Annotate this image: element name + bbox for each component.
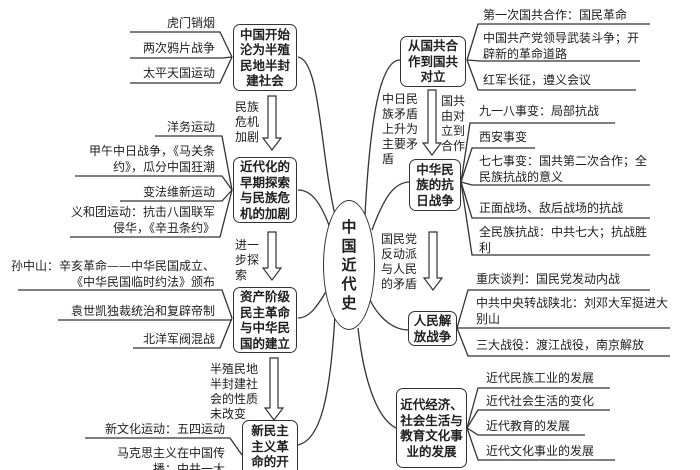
item: 近代教育的发展 [486, 419, 571, 433]
topic-box-liberation-war: 人民解放战争 [408, 311, 457, 346]
arrow-label: 半殖民地半封建社会的性质未改变 [210, 362, 259, 421]
arrows [261, 89, 444, 421]
item: 两次鸦片战争 [142, 41, 215, 55]
item: 义和团运动：抗击八国联军侵华，《辛丑条约》 [70, 205, 215, 235]
topic-box-modernization: 近代化的早期探索与民族危机的加剧 [233, 157, 297, 223]
topic-box-semi-colonial: 中国开始沦为半殖民地半封建社会 [233, 24, 297, 91]
topic-box-economy-culture: 近代经济、社会生活与教育文化事业的发展 [396, 388, 467, 468]
center-topic-label: 中国近代史 [341, 217, 357, 312]
item: 新文化运动：五四运动 [104, 422, 225, 436]
topic-box-anti-japanese-war: 中华民族的抗日战争 [409, 159, 461, 211]
item: 中共中央转战陕北：刘邓大军挺进大别山 [476, 296, 669, 326]
item: 正面战场、敌后战场的抗战 [479, 201, 624, 215]
item: 变法维新运动 [142, 185, 215, 199]
topic-box-bourgeois-revolution: 资产阶级民主革命与中华民国的建立 [233, 287, 297, 353]
item: 洋务运动 [166, 120, 215, 134]
arrow-label: 中日民族矛盾上升为主要矛盾 [382, 92, 419, 166]
item: 袁世凯独裁统治和复辟帝制 [70, 304, 215, 318]
item: 近代社会生活的变化 [486, 394, 595, 408]
item: 近代文化事业的发展 [486, 444, 595, 458]
item: 七七事变：国共第二次合作；全民族抗战的意义 [479, 154, 648, 184]
item: 马克思主义在中国传播；中共一大 [116, 446, 225, 470]
arrow-label: 国共由对立到合作 [441, 94, 466, 153]
item: 近代民族工业的发展 [486, 371, 595, 385]
item: 孙中山：辛亥革命——中华民国成立、《中华民国临时约法》颁布 [10, 259, 215, 289]
item: 北洋军阀混战 [142, 332, 215, 346]
item: 第一次国共合作：国民革命 [483, 8, 628, 22]
item: 红军长征，遵义会议 [483, 73, 592, 87]
center-topic: 中国近代史 [323, 200, 375, 330]
item: 重庆谈判：国民党发动内战 [476, 272, 621, 286]
arrow-label: 民族危机加剧 [235, 100, 260, 144]
item: 甲午中日战争，《马关条约》，瓜分中国狂潮 [88, 144, 215, 174]
topic-box-kmt-cpc: 从国共合作到国共对立 [400, 36, 466, 87]
item: 虎门销烟 [166, 16, 215, 30]
item: 九一八事变：局部抗战 [479, 104, 600, 118]
item: 三大战役：渡江战役，南京解放 [476, 338, 645, 352]
topic-box-new-democratic: 新民主主义革命的开 [242, 420, 298, 470]
item: 太平天国运动 [142, 66, 215, 80]
arrow-label: 国民党反动派与人民的矛盾 [381, 232, 418, 291]
item: 全民族抗战：中共七大；抗战胜利 [479, 225, 648, 255]
arrow-label: 进一步探索 [235, 238, 260, 282]
item: 西安事变 [479, 130, 528, 144]
item: 中国共产党领导武装斗争；开辟新的革命道路 [483, 31, 640, 61]
